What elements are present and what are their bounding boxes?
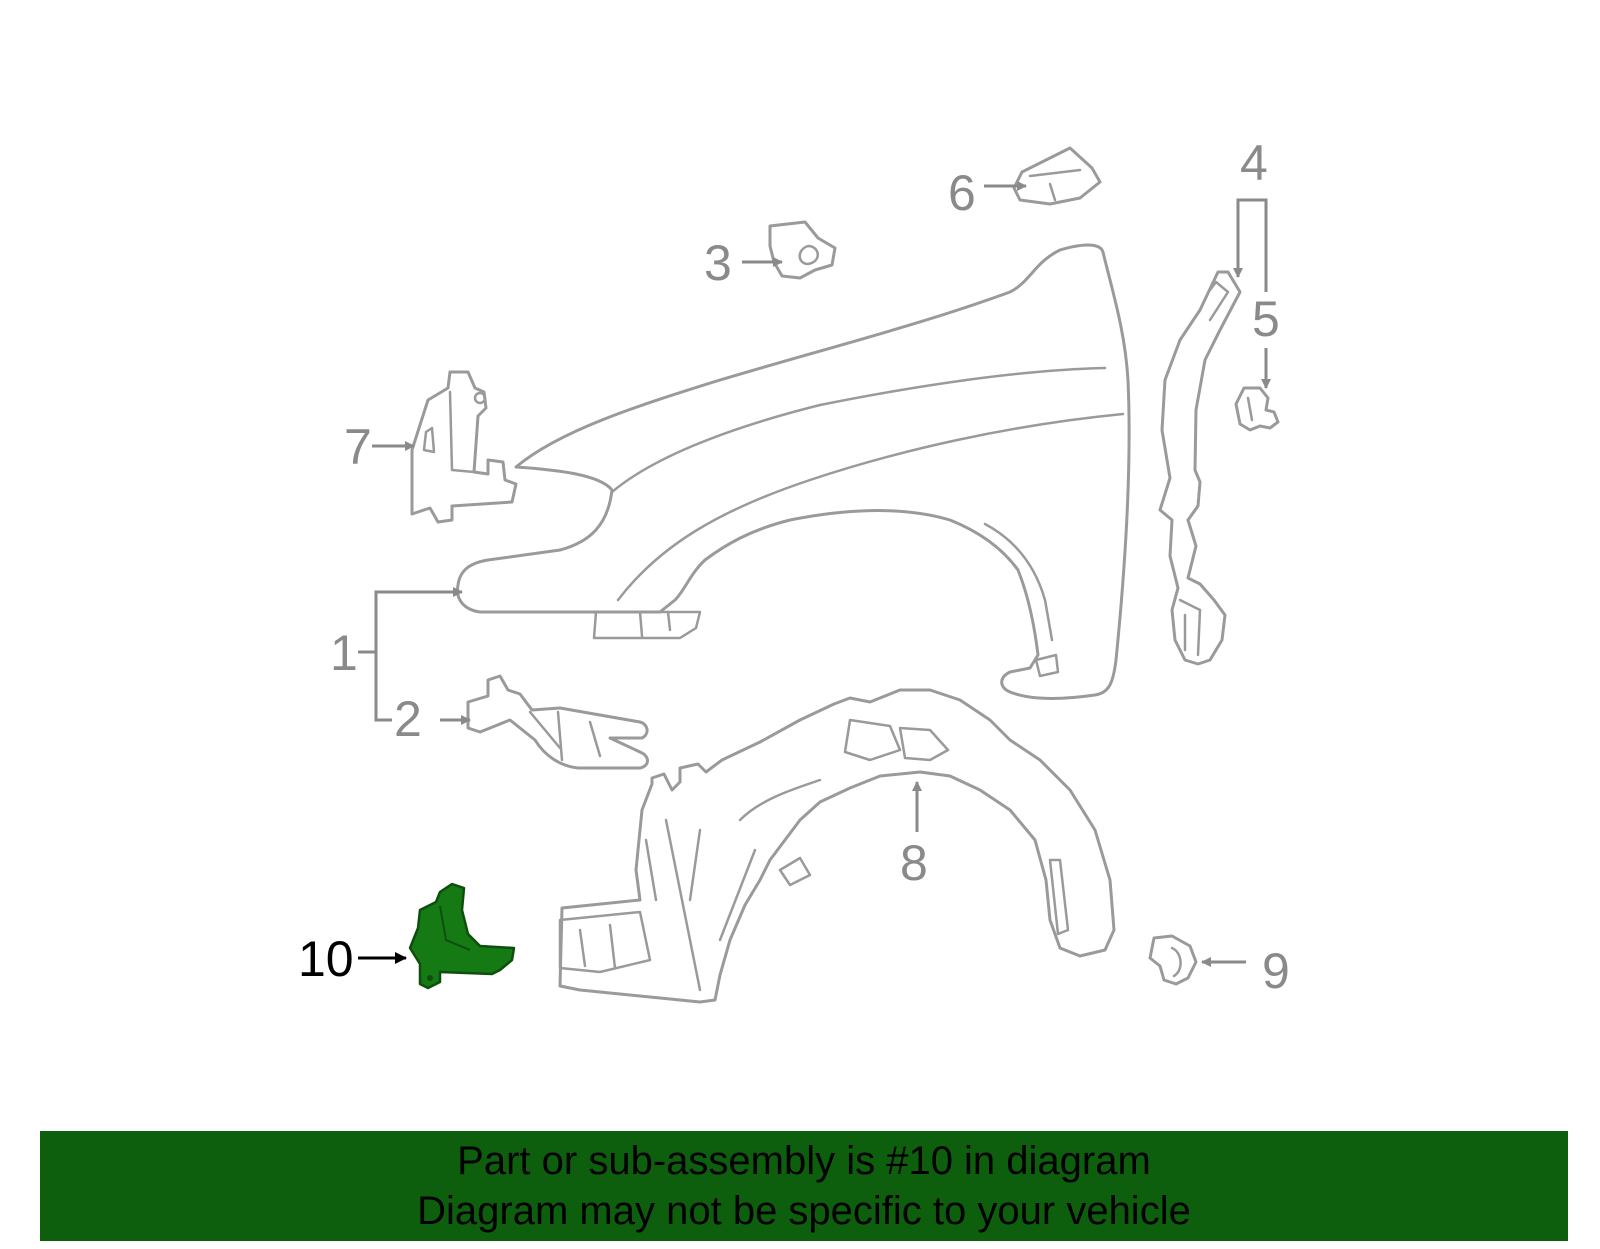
bracket-part-10 bbox=[408, 882, 516, 990]
banner-line-disclaimer: Diagram may not be specific to your vehi… bbox=[417, 1189, 1191, 1233]
clip-part-3 bbox=[768, 220, 837, 280]
callout-7: 7 bbox=[344, 419, 372, 475]
callout-3: 3 bbox=[704, 235, 732, 291]
callout-2: 2 bbox=[394, 691, 422, 747]
seal-part-4 bbox=[1158, 270, 1242, 666]
callout-6: 6 bbox=[948, 165, 976, 221]
callout-5: 5 bbox=[1252, 291, 1280, 347]
callout-8: 8 bbox=[900, 835, 928, 891]
clip-part-9 bbox=[1148, 934, 1198, 986]
leader-4 bbox=[1233, 198, 1252, 278]
screw-part-5 bbox=[1234, 386, 1280, 432]
callout-10: 10 bbox=[298, 931, 354, 987]
callout-4: 4 bbox=[1240, 135, 1268, 191]
cap-part-6 bbox=[1012, 146, 1102, 206]
bracket-part-2 bbox=[466, 674, 649, 770]
banner-line-part-number: Part or sub-assembly is #10 in diagram bbox=[457, 1139, 1151, 1183]
callout-9: 9 bbox=[1262, 943, 1290, 999]
leader-1-top bbox=[374, 587, 463, 652]
leader-1-bottom bbox=[374, 652, 392, 722]
callout-1: 1 bbox=[330, 625, 358, 681]
leader-lines bbox=[358, 181, 1271, 967]
info-banner: Part or sub-assembly is #10 in diagram D… bbox=[40, 1131, 1568, 1241]
wheel-liner-part-8 bbox=[558, 688, 1116, 1004]
hinge-bracket-part-7 bbox=[410, 370, 518, 524]
fender-part-1 bbox=[455, 243, 1131, 700]
leader-4-branch bbox=[1238, 198, 1268, 292]
